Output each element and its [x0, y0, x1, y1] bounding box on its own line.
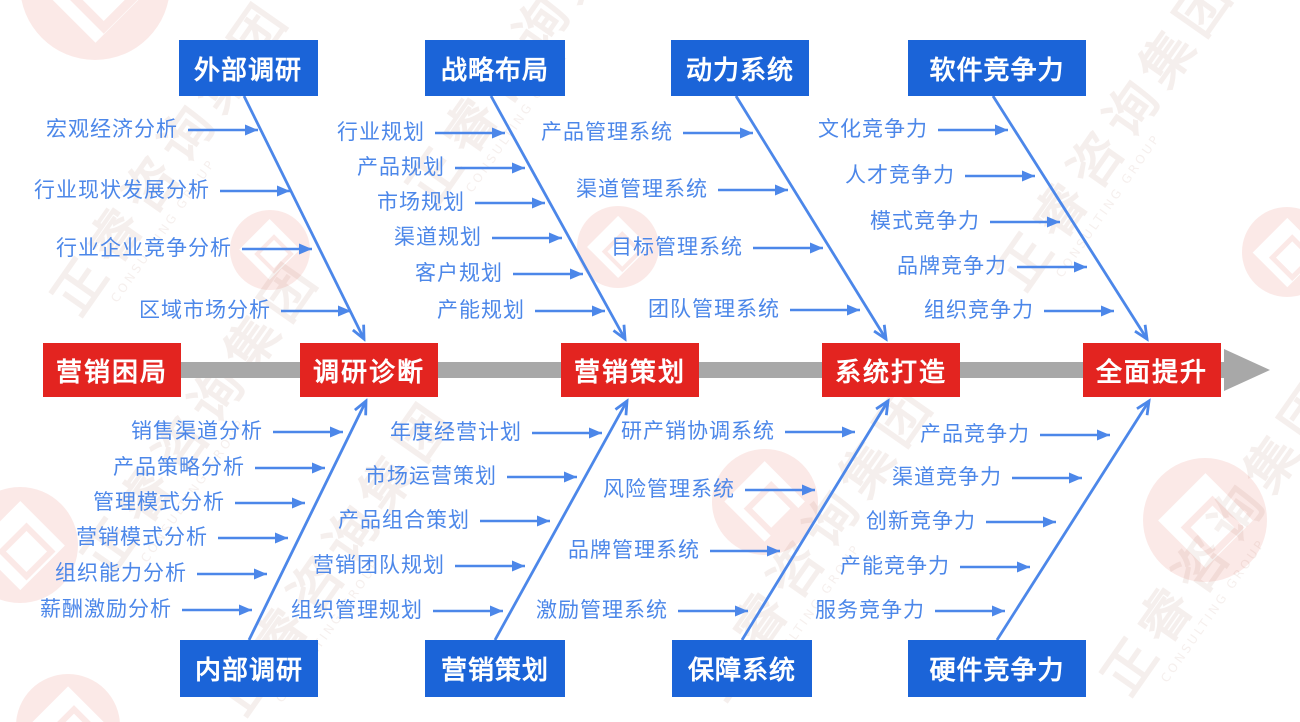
branch-box-bottom: 保障系统 [672, 640, 812, 697]
item-label: 产品竞争力 [920, 422, 1030, 446]
stage-box: 营销困局 [43, 343, 181, 397]
item-label: 产能竞争力 [840, 554, 950, 578]
item-label: 组织能力分析 [55, 561, 187, 585]
branch-box-top: 战略布局 [425, 40, 565, 96]
item-label: 创新竞争力 [866, 509, 976, 533]
stage-box: 系统打造 [822, 343, 960, 397]
branch-box-bottom: 营销策划 [425, 640, 565, 697]
item-label: 渠道管理系统 [576, 177, 708, 201]
item-label: 薪酬激励分析 [40, 597, 172, 621]
item-label: 市场规划 [377, 190, 465, 214]
rib-line-bottom [995, 401, 1149, 641]
item-label: 品牌管理系统 [568, 538, 700, 562]
item-label: 模式竞争力 [870, 209, 980, 233]
item-label: 营销团队规划 [313, 553, 445, 577]
item-label: 营销模式分析 [76, 525, 208, 549]
spine-arrowhead-icon [1224, 349, 1270, 391]
rib-line-top [242, 95, 364, 339]
item-label: 市场运营策划 [365, 464, 497, 488]
branch-box-top: 软件竞争力 [908, 40, 1086, 96]
branch-box-bottom: 硬件竞争力 [908, 640, 1086, 697]
rib-line-top [991, 95, 1147, 339]
item-label: 渠道规划 [394, 225, 482, 249]
item-label: 研产销协调系统 [621, 419, 775, 443]
item-label: 组织管理规划 [291, 598, 423, 622]
rib-line-bottom [740, 401, 888, 641]
item-label: 行业现状发展分析 [34, 178, 210, 202]
item-label: 文化竞争力 [818, 117, 928, 141]
item-label: 组织竞争力 [924, 298, 1034, 322]
item-label: 团队管理系统 [648, 297, 780, 321]
item-label: 激励管理系统 [536, 598, 668, 622]
item-label: 区域市场分析 [139, 298, 271, 322]
item-label: 销售渠道分析 [131, 419, 263, 443]
stage-box: 全面提升 [1083, 343, 1221, 397]
rib-line-top [489, 95, 625, 339]
stage-box: 营销策划 [561, 343, 699, 397]
item-label: 产品组合策划 [338, 508, 470, 532]
stage-box: 调研诊断 [300, 343, 438, 397]
item-label: 产品规划 [357, 155, 445, 179]
branch-box-top: 动力系统 [671, 40, 809, 96]
rib-line-bottom [247, 401, 366, 641]
item-label: 人才竞争力 [845, 163, 955, 187]
item-label: 宏观经济分析 [46, 117, 178, 141]
item-label: 风险管理系统 [603, 477, 735, 501]
item-label: 产能规划 [437, 298, 525, 322]
item-label: 行业企业竞争分析 [56, 236, 232, 260]
item-label: 品牌竞争力 [897, 254, 1007, 278]
item-label: 管理模式分析 [93, 490, 225, 514]
item-label: 客户规划 [415, 261, 503, 285]
item-label: 产品策略分析 [113, 455, 245, 479]
rib-line-top [734, 95, 886, 339]
item-label: 产品管理系统 [541, 120, 673, 144]
rib-line-bottom [493, 401, 627, 641]
item-label: 服务竞争力 [815, 598, 925, 622]
item-label: 目标管理系统 [611, 235, 743, 259]
branch-box-top: 外部调研 [178, 40, 318, 96]
branch-box-bottom: 内部调研 [180, 640, 318, 697]
item-label: 行业规划 [337, 120, 425, 144]
item-label: 年度经营计划 [390, 420, 522, 444]
item-label: 渠道竞争力 [892, 465, 1002, 489]
